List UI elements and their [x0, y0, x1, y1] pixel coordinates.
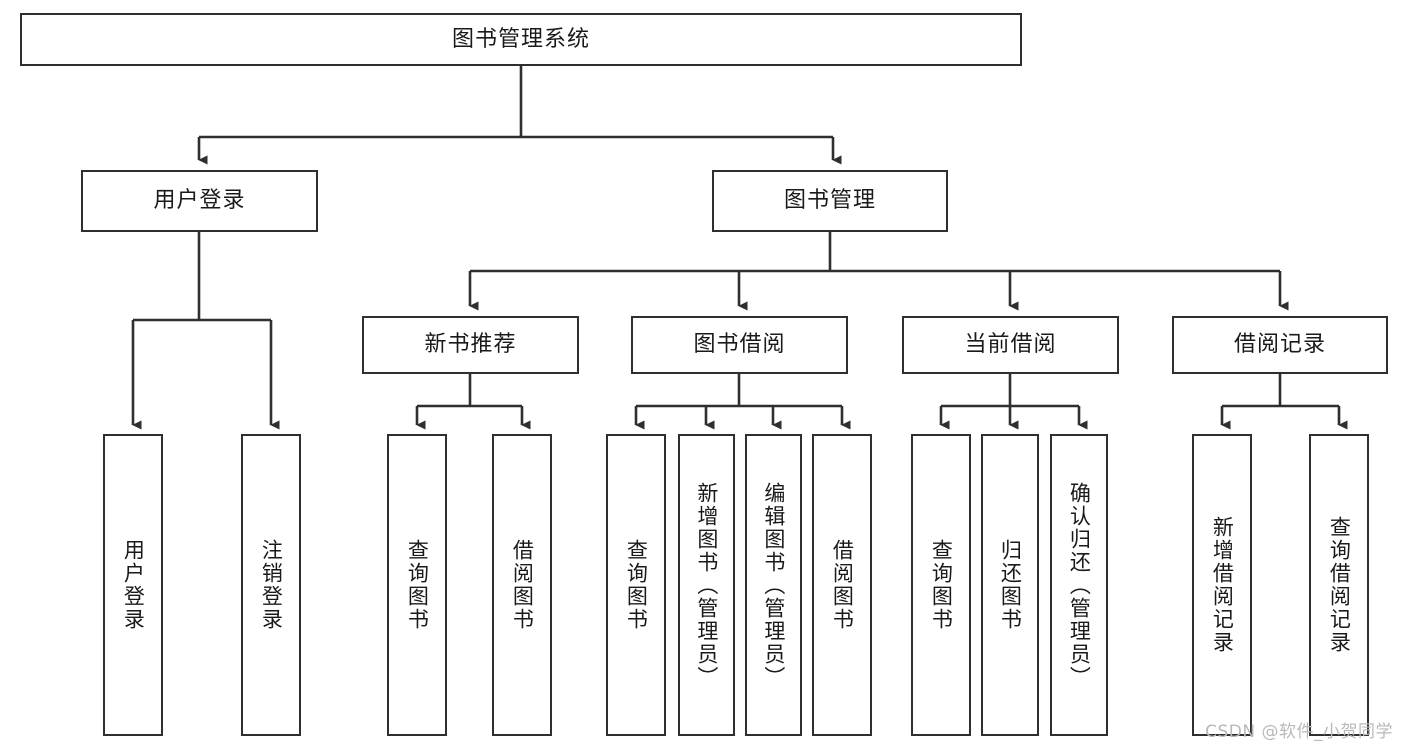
leaf-borrow-records-2-label: 查询借阅记录	[1327, 516, 1352, 654]
node-book-borrow-label: 图书借阅	[693, 332, 786, 358]
leaf-borrow-records-2[interactable]: 查询借阅记录	[1309, 434, 1369, 736]
leaf-current-borrow-2[interactable]: 归还图书	[981, 434, 1039, 736]
node-user-login-label: 用户登录	[153, 188, 246, 214]
node-borrow-records-label: 借阅记录	[1233, 332, 1326, 358]
node-current-borrow[interactable]: 当前借阅	[902, 316, 1119, 374]
leaf-book-borrow-1-label: 查询图书	[624, 539, 649, 631]
leaf-user-login-2[interactable]: 注销登录	[241, 434, 301, 736]
leaf-book-borrow-3[interactable]: 编辑图书（管理员）	[745, 434, 802, 736]
leaf-new-book-2-label: 借阅图书	[510, 539, 535, 631]
leaf-book-borrow-4[interactable]: 借阅图书	[812, 434, 872, 736]
leaf-user-login-2-label: 注销登录	[259, 539, 284, 631]
leaf-book-borrow-2[interactable]: 新增图书（管理员）	[678, 434, 735, 736]
leaf-book-borrow-2-label: 新增图书（管理员）	[694, 481, 719, 689]
leaf-current-borrow-1[interactable]: 查询图书	[911, 434, 971, 736]
leaf-user-login-1-label: 用户登录	[121, 539, 146, 631]
csdn-watermark: CSDN @软件_小贺同学	[1205, 722, 1393, 742]
node-new-book-recommend-label: 新书推荐	[424, 332, 517, 358]
leaf-current-borrow-3-label: 确认归还（管理员）	[1067, 481, 1092, 689]
leaf-book-borrow-1[interactable]: 查询图书	[606, 434, 666, 736]
leaf-new-book-1[interactable]: 查询图书	[387, 434, 447, 736]
node-new-book-recommend[interactable]: 新书推荐	[362, 316, 579, 374]
node-book-manage-label: 图书管理	[783, 188, 876, 214]
node-book-manage[interactable]: 图书管理	[712, 170, 948, 232]
leaf-borrow-records-1[interactable]: 新增借阅记录	[1192, 434, 1252, 736]
node-current-borrow-label: 当前借阅	[964, 332, 1057, 358]
leaf-book-borrow-3-label: 编辑图书（管理员）	[761, 481, 786, 689]
node-book-borrow[interactable]: 图书借阅	[631, 316, 848, 374]
leaf-user-login-1[interactable]: 用户登录	[103, 434, 163, 736]
leaf-current-borrow-2-label: 归还图书	[998, 539, 1023, 631]
node-root-label: 图书管理系统	[451, 26, 590, 52]
leaf-current-borrow-1-label: 查询图书	[929, 539, 954, 631]
leaf-new-book-1-label: 查询图书	[405, 539, 430, 631]
leaf-new-book-2[interactable]: 借阅图书	[492, 434, 552, 736]
node-user-login[interactable]: 用户登录	[81, 170, 318, 232]
leaf-current-borrow-3[interactable]: 确认归还（管理员）	[1050, 434, 1108, 736]
node-root[interactable]: 图书管理系统	[20, 13, 1022, 66]
leaf-book-borrow-4-label: 借阅图书	[830, 539, 855, 631]
node-borrow-records[interactable]: 借阅记录	[1172, 316, 1388, 374]
leaf-borrow-records-1-label: 新增借阅记录	[1210, 516, 1235, 654]
